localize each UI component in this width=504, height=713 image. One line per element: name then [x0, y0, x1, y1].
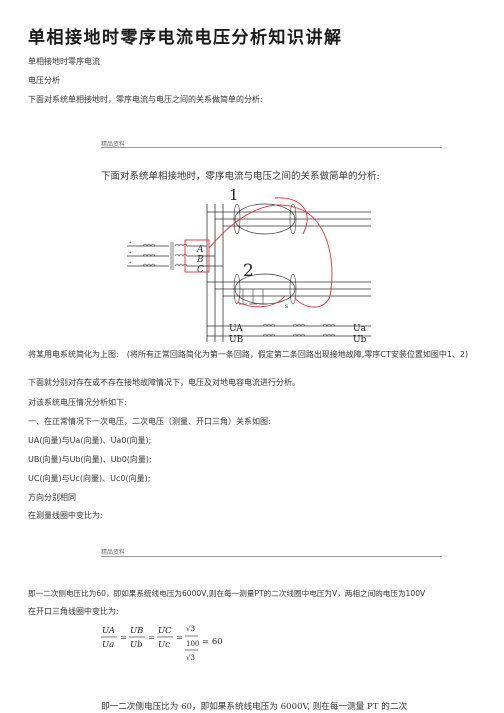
svg-text:Ua: Ua — [102, 640, 114, 650]
text-line: UB(向量)与Ub(向量)、Ub0(向量); — [28, 455, 152, 464]
phase-c-label: C — [197, 265, 204, 275]
ratio-formula: UA Ua = UB Ub = UC Uc = √3 100 √3 = 60 — [100, 622, 320, 666]
svg-text:= 60: = 60 — [202, 637, 223, 647]
svg-text:*: * — [129, 241, 132, 247]
text-line: 对该系统电压情况分析如下: — [28, 398, 127, 407]
text-line-partial: 即一二次侧电压比为 60，即如果系统线电压为 6000V, 则在每一测量 PT … — [101, 702, 408, 712]
text-line: 单相接地时零序电流 — [28, 57, 100, 66]
svg-text:Uc: Uc — [158, 640, 170, 650]
excerpt-sentence: 下面对系统单相接地时，零序电流与电压之间的关系做简单的分析: — [101, 171, 380, 182]
text-line: 方向分别相同 — [28, 493, 76, 502]
svg-text:=: = — [176, 633, 183, 643]
text-line: 在测量线圈中变比为: — [28, 511, 103, 520]
ua-small-label: Ua — [353, 324, 367, 334]
svg-text:=: = — [120, 633, 127, 643]
ub-small-label: Ub — [353, 335, 367, 345]
excerpt-label: 精品资料 — [101, 141, 126, 148]
svg-text:UC: UC — [158, 626, 172, 636]
svg-text:*: * — [129, 261, 132, 267]
text-line: 电压分析 — [28, 76, 60, 85]
svg-text:√3: √3 — [186, 654, 195, 662]
svg-text:*: * — [129, 251, 132, 257]
excerpt-label: 精品资料 — [101, 549, 126, 556]
text-line: UC(向量)与Uc(向量)、Uc0(向量); — [28, 474, 151, 483]
phase-b-label: B — [196, 255, 204, 265]
svg-text:UA: UA — [102, 626, 115, 636]
svg-text:=: = — [148, 633, 155, 643]
text-line: 即一二次侧电压比为60，即如果系统线电压为6000V,则在每一测量PT的二次线圈… — [28, 589, 426, 598]
ua-label: UA — [229, 324, 243, 334]
svg-text:Ub: Ub — [130, 640, 143, 650]
text-line: 下面对系统单相接地时，零序电流与电压之间的关系做简单的分析: — [28, 95, 263, 104]
svg-text:UB: UB — [130, 626, 143, 636]
svg-text:√3: √3 — [186, 625, 195, 633]
ct-1-label: 1 — [229, 186, 239, 204]
circuit-diagram: * * * A B C 1 2 s UA UB Ua Ub — [125, 186, 375, 346]
svg-text:100: 100 — [186, 640, 199, 648]
text-line: 一、在正常情况下一次电压，二次电压（测量、开口三角）关系如图: — [28, 417, 271, 426]
page-title: 单相接地时零序电流电压分析知识讲解 — [28, 28, 343, 48]
excerpt-divider — [101, 147, 442, 148]
phase-a-label: A — [196, 245, 204, 255]
s-label: s — [285, 303, 288, 310]
ratio-formula-svg: UA Ua = UB Ub = UC Uc = √3 100 √3 = 60 — [101, 625, 223, 662]
text-paragraph: 将某用电系统简化为上图: (将所有正常回路简化为第一条回路，假定第二条回路出现接… — [28, 350, 469, 359]
circuit-diagram-svg: * * * A B C 1 2 s UA UB Ua Ub — [127, 186, 371, 345]
text-line: 下面就分别对存在或不存在接地故障情况下，电压及对地电容电流进行分析。 — [28, 378, 300, 387]
text-line: 在开口三角线圈中变比为: — [28, 607, 119, 616]
text-line: UA(向量)与Ua(向量)、Ua0(向量); — [28, 436, 152, 445]
ct-2-label: 2 — [243, 261, 254, 281]
excerpt-divider — [101, 556, 442, 557]
ub-label: UB — [229, 335, 244, 345]
